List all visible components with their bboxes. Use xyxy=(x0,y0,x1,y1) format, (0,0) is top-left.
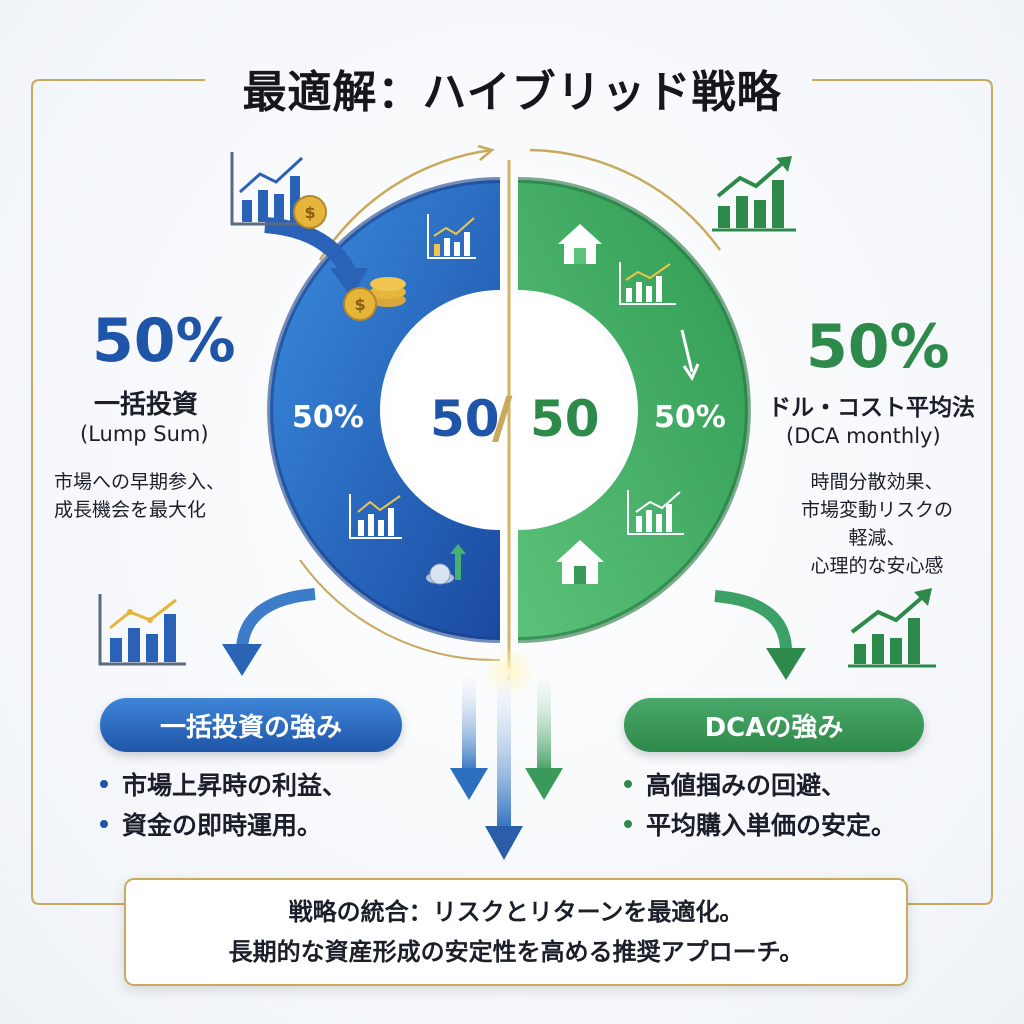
lump-sum-subtitle: (Lump Sum) xyxy=(80,422,209,446)
bar-chart-icon xyxy=(627,490,684,535)
lump-sum-strength-badge: 一括投資の強み xyxy=(100,698,402,752)
growth-arrow-icon xyxy=(426,544,466,585)
growth-arrow-icon xyxy=(848,588,936,668)
dca-strength-badge: DCAの強み xyxy=(624,698,924,752)
lump-sum-title: 一括投資 xyxy=(94,390,199,420)
house-icon xyxy=(556,540,604,584)
dca-bullets: 高値掴みの回避、 平均購入単価の安定。 xyxy=(624,766,896,846)
dca-ring-pct: 50% xyxy=(654,400,726,435)
center-right-ratio: 50 xyxy=(530,390,600,448)
svg-text:$: $ xyxy=(354,295,365,314)
coin-stack-icon: $ xyxy=(343,277,406,321)
summary-line-1: 戦略の統合：リスクとリターンを最適化。 xyxy=(288,898,744,926)
bar-chart-icon xyxy=(619,262,676,305)
gold-arc-bottom xyxy=(299,559,501,662)
center-slash: / xyxy=(492,386,513,451)
dca-ring xyxy=(518,180,748,640)
list-item: 高値掴みの回避、 xyxy=(624,766,896,806)
lump-sum-pct: 50% xyxy=(92,306,236,376)
list-item: 資金の即時運用。 xyxy=(100,806,347,846)
summary-line-2: 長期的な資産形成の安定性を高める推奨アプローチ。 xyxy=(228,938,804,966)
dca-desc: 時間分散効果、 市場変動リスクの 軽減、 心理的な安心感 xyxy=(800,471,953,577)
list-item: 平均購入単価の安定。 xyxy=(624,806,896,846)
house-icon xyxy=(558,224,602,264)
inflow-arrow xyxy=(264,217,358,279)
gold-arc-top-right xyxy=(529,148,722,251)
lump-sum-ring xyxy=(270,180,500,640)
bar-chart-icon xyxy=(427,214,476,259)
bar-chart-icon xyxy=(349,494,402,539)
gold-frame-right xyxy=(812,79,993,905)
dca-subtitle: (DCA monthly) xyxy=(786,424,941,448)
list-item: 市場上昇時の利益、 xyxy=(100,766,347,806)
dca-pct: 50% xyxy=(806,312,950,382)
left-curve-arrow xyxy=(236,588,316,649)
dca-title: ドル・コスト平均法 xyxy=(768,395,975,421)
lump-sum-bullets: 市場上昇時の利益、 資金の即時運用。 xyxy=(100,766,347,846)
bar-chart-icon xyxy=(230,152,310,226)
lump-sum-ring-pct: 50% xyxy=(292,400,364,435)
lump-sum-desc: 市場への早期参入、 成長機会を最大化 xyxy=(54,471,226,521)
page-title: 最適解：ハイブリッド戦略 xyxy=(242,67,782,118)
gold-arc-top xyxy=(318,148,493,261)
gold-frame xyxy=(31,79,205,905)
center-left-ratio: 50 xyxy=(430,390,500,448)
bar-chart-icon xyxy=(98,594,186,666)
bar-chart-icon xyxy=(712,156,796,232)
right-curve-arrow xyxy=(714,590,792,651)
summary-box: 戦略の統合：リスクとリターンを最適化。 長期的な資産形成の安定性を高める推奨アプ… xyxy=(124,878,908,986)
coin-icon: $ xyxy=(293,195,327,229)
svg-text:$: $ xyxy=(304,203,315,222)
